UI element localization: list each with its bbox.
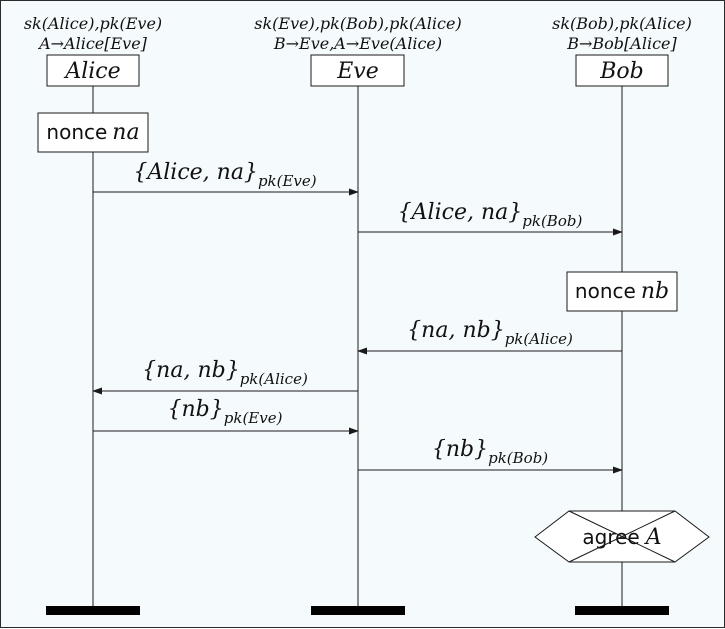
message-6-key: pk(Bob) bbox=[488, 449, 548, 467]
message-6-content: {nb} bbox=[432, 437, 488, 462]
bob-header-box bbox=[575, 54, 669, 87]
message-1-label: {Alice, na}pk(Eve) bbox=[133, 160, 316, 190]
bob-claim-text: agree bbox=[582, 525, 639, 549]
alice-nonce-var: na bbox=[112, 120, 139, 145]
message-2-label: {Alice, na}pk(Bob) bbox=[398, 200, 583, 230]
bob-knowledge-line2: B→Bob[Alice] bbox=[566, 34, 677, 53]
eve-header-box bbox=[310, 54, 405, 87]
message-6-label: {nb}pk(Bob) bbox=[432, 437, 548, 467]
bob-nonce-var: nb bbox=[641, 279, 669, 304]
alice-header-box bbox=[46, 54, 140, 87]
bob-knowledge-line1: sk(Bob),pk(Alice) bbox=[552, 14, 692, 33]
message-3-label: {na, nb}pk(Alice) bbox=[407, 318, 573, 348]
bob-name: Bob bbox=[599, 59, 644, 84]
message-4-content: {na, nb} bbox=[142, 358, 240, 383]
eve-knowledge-line2: B→Eve,A→Eve(Alice) bbox=[273, 34, 442, 53]
message-1-key: pk(Eve) bbox=[258, 172, 317, 190]
message-5-label: {nb}pk(Eve) bbox=[168, 397, 283, 427]
alice-name: Alice bbox=[63, 59, 120, 84]
alice-knowledge-line1: sk(Alice),pk(Eve) bbox=[24, 14, 162, 33]
alice-nonce-prefix: nonce bbox=[46, 120, 107, 144]
message-4-label: {na, nb}pk(Alice) bbox=[142, 358, 308, 388]
bob-claim-var: A bbox=[644, 525, 662, 550]
eve-end-bar bbox=[311, 606, 405, 615]
message-5-content: {nb} bbox=[168, 397, 224, 422]
message-3-key: pk(Alice) bbox=[505, 330, 573, 348]
message-1-content: {Alice, na} bbox=[133, 160, 258, 185]
eve-name: Eve bbox=[336, 59, 379, 84]
message-4-key: pk(Alice) bbox=[240, 370, 308, 388]
alice-nonce-box bbox=[37, 112, 149, 153]
bob-nonce-prefix: nonce bbox=[575, 279, 636, 303]
bob-claim-cross-2 bbox=[568, 510, 676, 563]
bob-nonce-box bbox=[566, 271, 678, 312]
alice-end-bar bbox=[46, 606, 140, 615]
message-3-content: {na, nb} bbox=[407, 318, 505, 343]
message-2-content: {Alice, na} bbox=[398, 200, 523, 225]
bob-end-bar bbox=[575, 606, 669, 615]
eve-knowledge-line1: sk(Eve),pk(Bob),pk(Alice) bbox=[254, 14, 461, 33]
message-2-key: pk(Bob) bbox=[522, 212, 582, 230]
alice-knowledge-line2: A→Alice[Eve] bbox=[37, 34, 148, 53]
message-5-key: pk(Eve) bbox=[224, 409, 283, 427]
